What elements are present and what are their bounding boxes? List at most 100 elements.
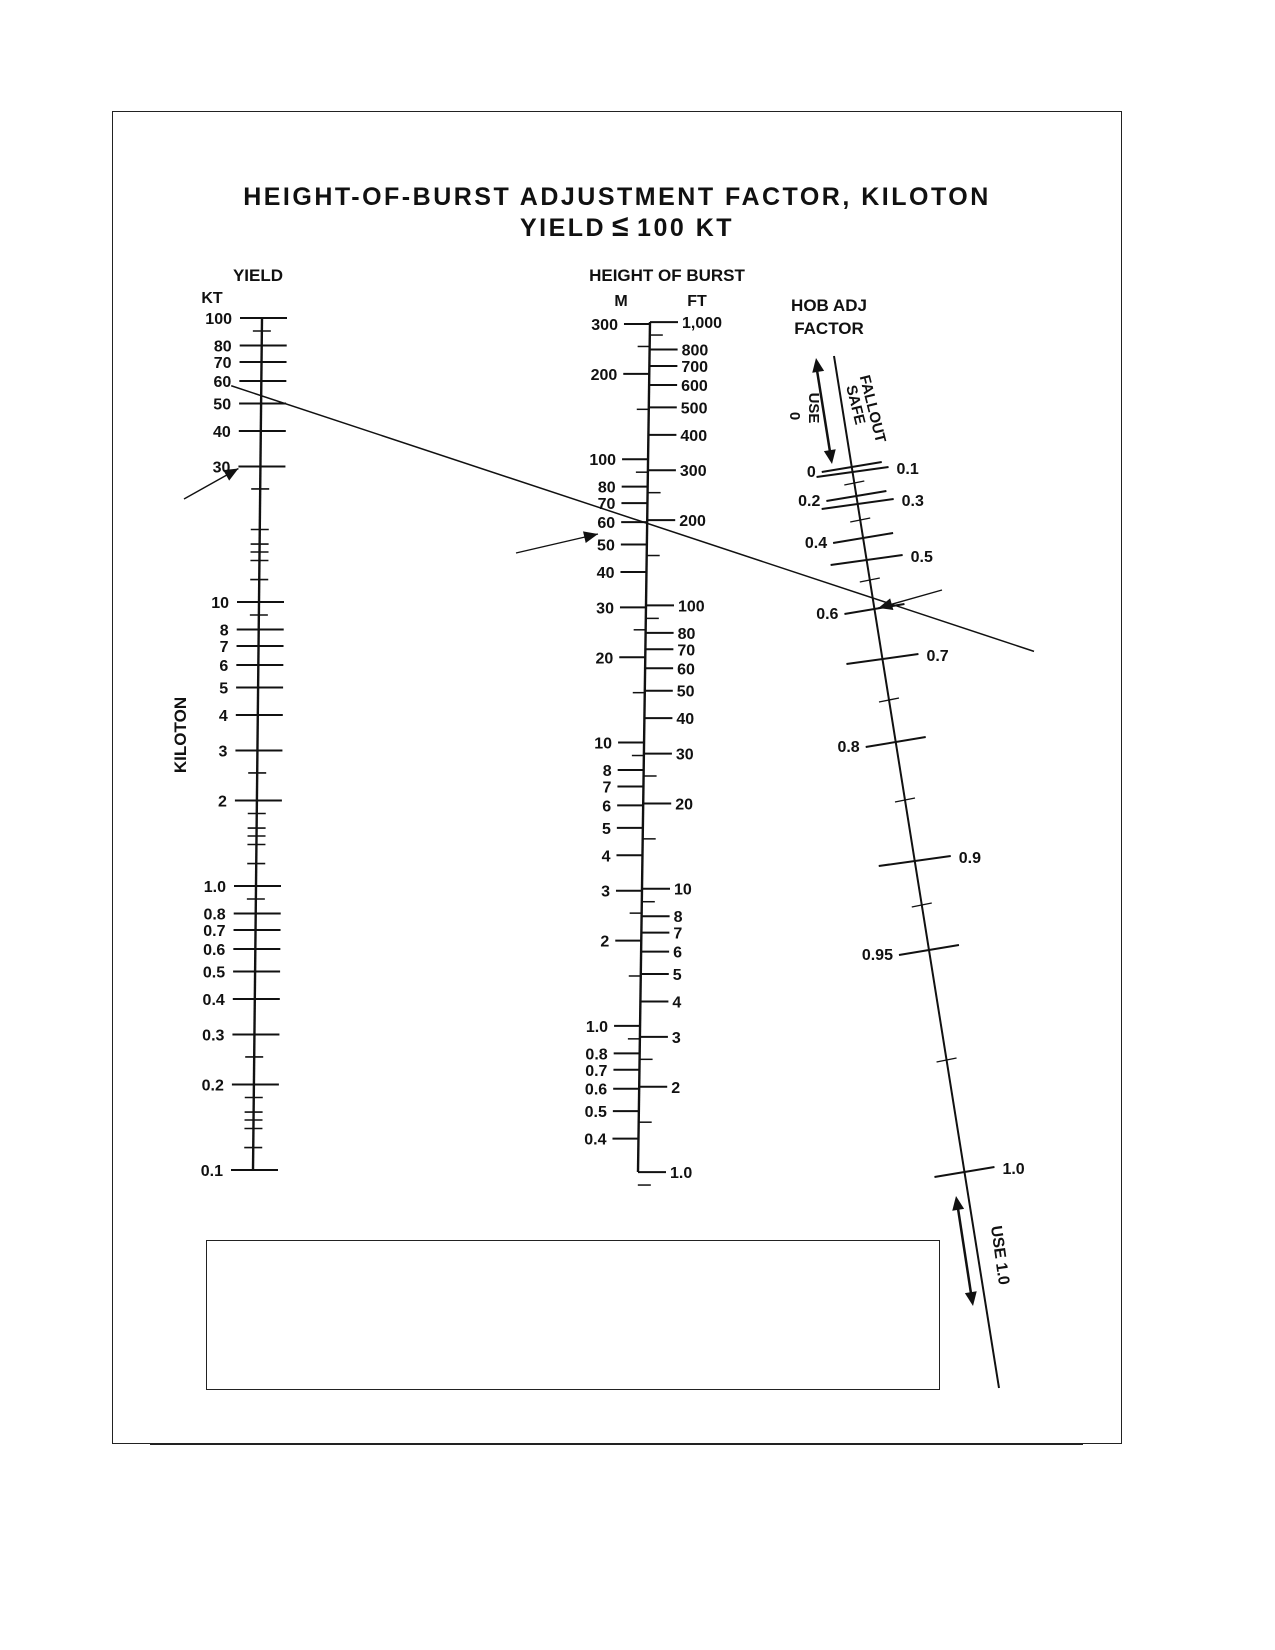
yield-tick-label: 3 [219, 743, 228, 760]
hob-feet-label: 200 [679, 513, 706, 530]
factor-minor-tick [859, 577, 880, 583]
hob-feet-label: 80 [678, 626, 696, 643]
yield-tick-label: 0.5 [203, 964, 225, 981]
hob-meter-label: 60 [597, 515, 615, 532]
hob-feet-label: 2 [671, 1080, 680, 1097]
hob-feet-label: 70 [677, 642, 695, 659]
factor-minor-tick [850, 517, 871, 523]
hob-meter-label: 50 [597, 538, 615, 555]
yield-unit-label: KT [201, 290, 223, 307]
meters-unit-label: M [614, 293, 627, 310]
hob-meter-label: 0.4 [584, 1132, 606, 1149]
yield-tick-label: 5 [219, 680, 228, 697]
hob-feet-label: 400 [680, 428, 707, 445]
factor-label-left: 0 [807, 464, 816, 481]
height-of-burst-scale: 300200100807060504030201087654321.00.80.… [584, 315, 722, 1186]
hob-feet-label: 3 [672, 1030, 681, 1047]
factor-tick [934, 1166, 995, 1178]
factor-tick [865, 736, 926, 748]
up-arrow-icon [812, 358, 825, 373]
hob-meter-label: 0.7 [585, 1063, 607, 1080]
yield-tick-label: 60 [214, 374, 232, 391]
hob-feet-label: 40 [676, 711, 694, 728]
yield-tick-label: 0.8 [203, 907, 225, 924]
hob-feet-label: 4 [672, 994, 681, 1011]
kiloton-side-label: KILOTON [171, 697, 190, 773]
hob-meter-label: 100 [589, 452, 616, 469]
hob-feet-label: 30 [676, 747, 694, 764]
hob-header: HEIGHT OF BURST [589, 266, 745, 285]
isopleth-line [230, 385, 1035, 653]
hob-feet-label: 60 [677, 661, 695, 678]
hob-meter-label: 3 [601, 884, 610, 901]
pointer-arrow-icon [223, 468, 239, 481]
hob-feet-label: 50 [677, 684, 695, 701]
use-zero-label-line-2: 0 [786, 412, 803, 420]
factor-tick [816, 466, 889, 478]
yield-tick-label: 10 [211, 595, 229, 612]
hob-meter-label: 0.8 [585, 1046, 607, 1063]
hob-feet-label: 5 [673, 967, 682, 984]
factor-label-left: 0.2 [798, 493, 820, 510]
hob-meter-label: 5 [602, 821, 611, 838]
yield-tick-label: 40 [213, 424, 231, 441]
pointer-arrow-icon [583, 531, 598, 544]
factor-label-right: 0.5 [911, 549, 933, 566]
title-yield-word: YIELD [519, 214, 607, 242]
hob-feet-label: 600 [681, 378, 708, 395]
factor-minor-tick [878, 697, 900, 703]
hob-meter-label: 40 [597, 565, 615, 582]
factor-label-left: 0.8 [837, 739, 859, 756]
factor-label-right: 1.0 [1002, 1161, 1024, 1178]
factor-label-left: 0.4 [805, 535, 827, 552]
yield-tick-label: 50 [213, 396, 231, 413]
hob-feet-label: 8 [674, 909, 683, 926]
figure-title: HEIGHT-OF-BURST ADJUSTMENT FACTOR, KILOT… [112, 182, 1122, 243]
factor-label-right: 0.3 [902, 493, 924, 510]
yield-tick-label: 6 [219, 658, 228, 675]
down-arrow-icon [964, 1291, 977, 1306]
yield-tick-label: 0.6 [203, 942, 225, 959]
notes-box [206, 1240, 940, 1390]
yield-tick-label: 80 [214, 339, 232, 356]
factor-tick [821, 498, 894, 510]
yield-tick-label: 0.2 [202, 1078, 224, 1095]
yield-tick-label: 1.0 [204, 879, 226, 896]
hob-feet-label: 10 [674, 882, 692, 899]
yield-axis [251, 317, 264, 1171]
hob-feet-label: 1.0 [670, 1165, 692, 1182]
down-arrow-icon [823, 449, 836, 464]
yield-tick-label: 0.7 [203, 923, 225, 940]
hob-meter-label: 0.6 [585, 1082, 607, 1099]
yield-tick-label: 0.4 [203, 992, 225, 1009]
factor-label-right: 0.1 [897, 461, 919, 478]
factor-tick [878, 855, 951, 867]
factor-tick [898, 944, 960, 956]
hob-meter-label: 20 [595, 650, 613, 667]
factor-minor-tick [894, 797, 916, 803]
factor-label-left: 0.95 [862, 947, 893, 964]
use-one-arrow-shaft [955, 1201, 974, 1301]
factor-minor-tick [844, 480, 865, 486]
hob-meter-label: 30 [596, 600, 614, 617]
hob-meter-label: 0.5 [585, 1104, 607, 1121]
hob-feet-label: 300 [680, 463, 707, 480]
yield-tick-label: 8 [220, 623, 229, 640]
yield-scale: 1008070605040301087654321.00.80.70.60.50… [201, 311, 287, 1180]
factor-label-right: 0.9 [959, 850, 981, 867]
yield-tick-label: 0.1 [201, 1163, 223, 1180]
hob-meter-label: 80 [598, 480, 616, 497]
yield-header: YIELD [233, 266, 283, 285]
factor-tick [826, 490, 887, 502]
factor-minor-tick [936, 1057, 957, 1063]
feet-unit-label: FT [687, 293, 707, 310]
title-line-1: HEIGHT-OF-BURST ADJUSTMENT FACTOR, KILOT… [243, 183, 991, 211]
hob-meter-label: 8 [603, 763, 612, 780]
hob-feet-label: 700 [681, 359, 708, 376]
factor-tick [846, 653, 919, 665]
hob-axis [636, 321, 652, 1173]
factor-tick [832, 532, 894, 544]
title-line-2: YIELD≤100 KT [112, 212, 1122, 243]
hob-feet-label: 6 [673, 945, 682, 962]
